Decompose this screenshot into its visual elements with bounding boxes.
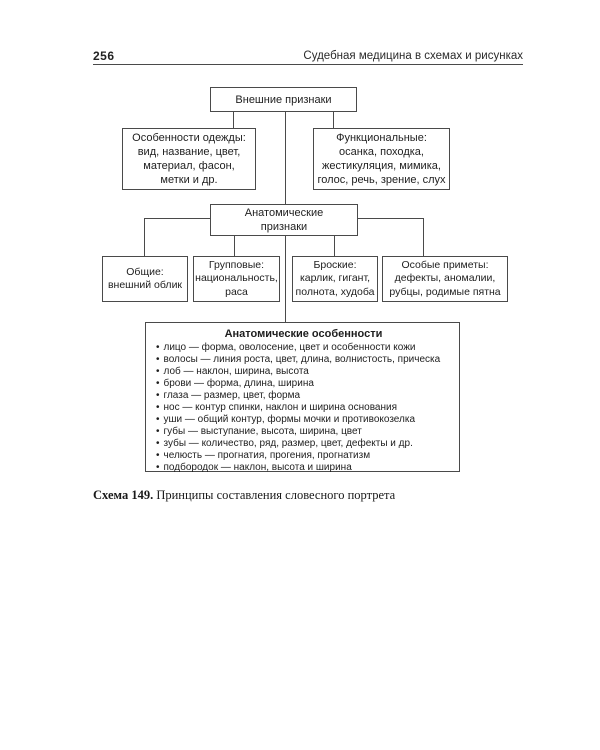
connector-line xyxy=(234,236,235,256)
feature-list-item: зубы — количество, ряд, размер, цвет, де… xyxy=(156,438,451,450)
node-clothing-features: Особенности одежды: вид, название, цвет,… xyxy=(122,128,256,190)
node-external-signs: Внешние признаки xyxy=(210,87,357,112)
feature-list-item: губы — выступание, высота, ширина, цвет xyxy=(156,426,451,438)
page-number: 256 xyxy=(93,49,115,63)
feature-list-item: подбородок — наклон, высота и ширина xyxy=(156,462,451,474)
node-functional-signs: Функциональные: осанка, походка, жестику… xyxy=(313,128,450,190)
feature-list-item: брови — форма, длина, ширина xyxy=(156,378,451,390)
node-group-signs: Групповые: национальность, раса xyxy=(193,256,280,302)
anatomical-features-panel: Анатомические особенности лицо — форма, … xyxy=(145,322,460,474)
features-list: лицо — форма, оволосение, цвет и особенн… xyxy=(156,342,451,474)
features-title: Анатомические особенности xyxy=(224,328,383,340)
figure-caption: Схема 149. Принципы составления словесно… xyxy=(93,488,395,503)
figure-caption-label: Схема 149. xyxy=(93,488,154,502)
connector-line xyxy=(358,218,423,219)
node-general-appearance: Общие: внешний облик xyxy=(102,256,188,302)
header-rule xyxy=(93,64,523,65)
feature-list-item: челюсть — прогнатия, прогения, прогнатиз… xyxy=(156,450,451,462)
feature-list-item: волосы — линия роста, цвет, длина, волни… xyxy=(156,354,451,366)
feature-list-item: нос — контур спинки, наклон и ширина осн… xyxy=(156,402,451,414)
connector-line xyxy=(144,218,145,256)
connector-line xyxy=(334,236,335,256)
feature-list-item: лоб — наклон, ширина, высота xyxy=(156,366,451,378)
running-title: Судебная медицина в схемах и рисунках xyxy=(303,50,523,62)
connector-line xyxy=(285,236,286,322)
feature-list-item: уши — общий контур, формы мочки и против… xyxy=(156,414,451,426)
feature-list-item: глаза — размер, цвет, форма xyxy=(156,390,451,402)
connector-line xyxy=(233,112,234,128)
node-special-marks: Особые приметы: дефекты, аномалии, рубцы… xyxy=(382,256,508,302)
node-anatomical-signs: Анатомические признаки xyxy=(210,204,358,236)
connector-line xyxy=(285,112,286,204)
connector-line xyxy=(333,112,334,128)
connector-line xyxy=(144,218,210,219)
feature-list-item: лицо — форма, оволосение, цвет и особенн… xyxy=(156,342,451,354)
connector-line xyxy=(423,218,424,256)
node-conspicuous-signs: Броские: карлик, гигант, полнота, худоба xyxy=(292,256,378,302)
figure-caption-text: Принципы составления словесного портрета xyxy=(153,488,396,502)
